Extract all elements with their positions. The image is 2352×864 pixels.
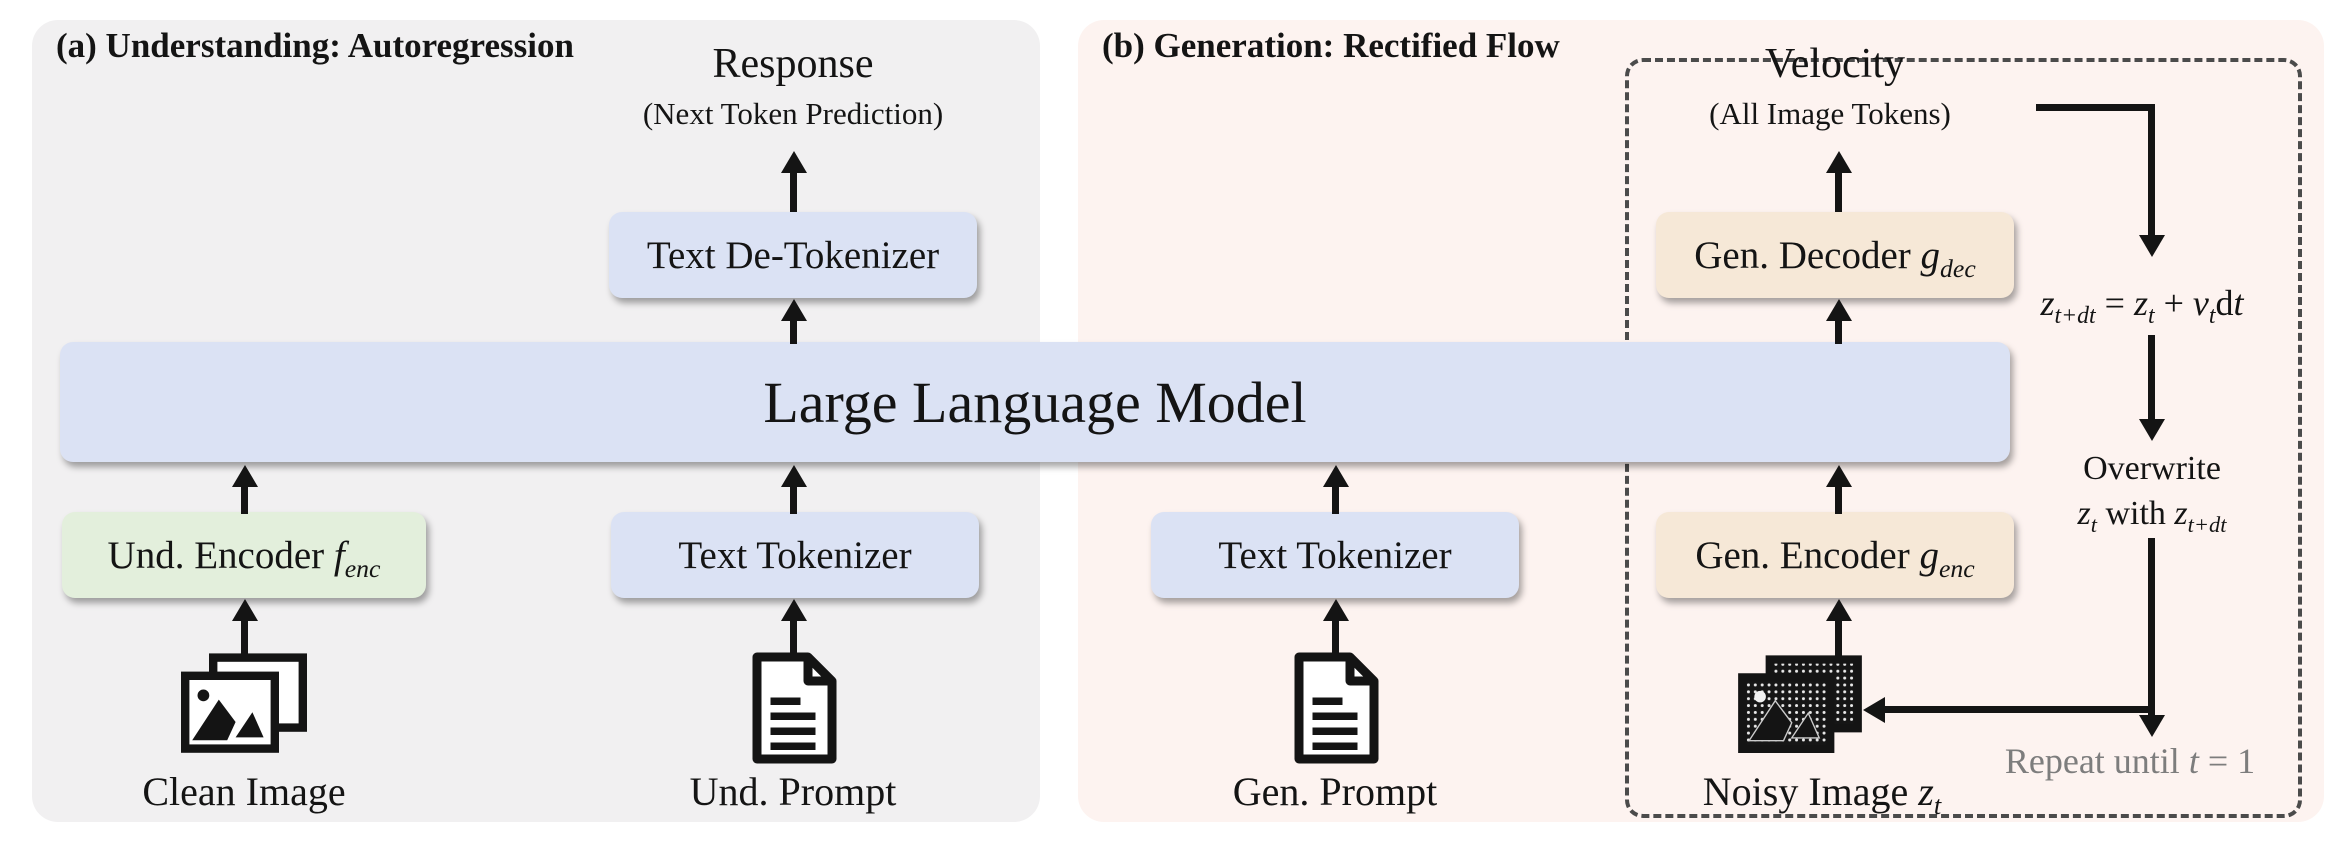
text-tokenizer-b-box: Text Tokenizer xyxy=(1151,512,1519,598)
arrow-encoder-to-llm xyxy=(231,465,258,514)
arrow-gen-prompt-to-tokenizer xyxy=(1322,599,1349,655)
response-title: Response xyxy=(712,41,874,87)
arrow-decoder-to-velocity xyxy=(1825,151,1852,212)
text-tokenizer-a-label: Text Tokenizer xyxy=(678,533,912,577)
arrow-tokenizer-b-to-llm xyxy=(1322,465,1349,514)
update-equation: zt+dt = zt + vtdt xyxy=(2040,283,2244,330)
arrow-velocity-to-equation xyxy=(2138,104,2165,257)
arrow-detokenizer-to-response xyxy=(780,151,807,212)
arrow-gen-encoder-to-llm xyxy=(1825,465,1852,514)
overwrite-line2: zt with zt+dt xyxy=(2077,495,2227,537)
arrow-llm-to-detokenizer xyxy=(780,299,807,344)
document-icon xyxy=(1294,652,1379,764)
llm-label: Large Language Model xyxy=(763,369,1307,435)
noisy-images-icon xyxy=(1738,655,1862,753)
gen-decoder-label: Gen. Decoder gdec xyxy=(1694,233,1976,283)
llm-box: Large Language Model xyxy=(60,342,2010,462)
text-tokenizer-b-label: Text Tokenizer xyxy=(1218,533,1452,577)
panel-b-title: (b) Generation: Rectified Flow xyxy=(1102,26,1560,65)
und-encoder-label: Und. Encoder fenc xyxy=(107,533,381,583)
gen-decoder-box: Gen. Decoder gdec xyxy=(1656,212,2014,298)
arrow-equation-to-overwrite xyxy=(2138,335,2165,441)
velocity-subtitle: (All Image Tokens) xyxy=(1709,96,1951,131)
clean-image-label: Clean Image xyxy=(142,769,346,814)
gen-prompt-label: Gen. Prompt xyxy=(1232,769,1438,814)
und-prompt-label: Und. Prompt xyxy=(689,769,897,814)
overwrite-line1: Overwrite xyxy=(2083,450,2221,487)
stacked-images-icon xyxy=(181,653,307,753)
und-encoder-box: Und. Encoder fenc xyxy=(62,512,426,598)
text-de-tokenizer-box: Text De-Tokenizer xyxy=(609,212,977,298)
arrow-loop-to-noisy-image xyxy=(1863,696,2155,723)
repeat-note: Repeat until t = 1 xyxy=(2004,741,2256,781)
response-subtitle: (Next Token Prediction) xyxy=(642,96,944,131)
arrow-noisy-image-to-gen-encoder xyxy=(1825,599,1852,662)
document-icon xyxy=(752,652,837,764)
text-de-tokenizer-label: Text De-Tokenizer xyxy=(646,233,940,277)
arrow-llm-to-decoder xyxy=(1825,299,1852,344)
arrow-und-prompt-to-tokenizer xyxy=(780,599,807,655)
panel-a-title: (a) Understanding: Autoregression xyxy=(56,26,574,65)
gen-encoder-label: Gen. Encoder genc xyxy=(1695,533,1975,583)
velocity-title: Velocity xyxy=(1765,41,1905,87)
arrow-clean-image-to-encoder xyxy=(231,599,258,662)
gen-encoder-box: Gen. Encoder genc xyxy=(1656,512,2014,598)
feedback-rail-down xyxy=(2138,538,2165,737)
text-tokenizer-a-box: Text Tokenizer xyxy=(611,512,979,598)
noisy-image-label: Noisy Image zt xyxy=(1702,769,1942,820)
arrow-tokenizer-a-to-llm xyxy=(780,465,807,514)
feedback-rail-top xyxy=(2036,104,2155,111)
